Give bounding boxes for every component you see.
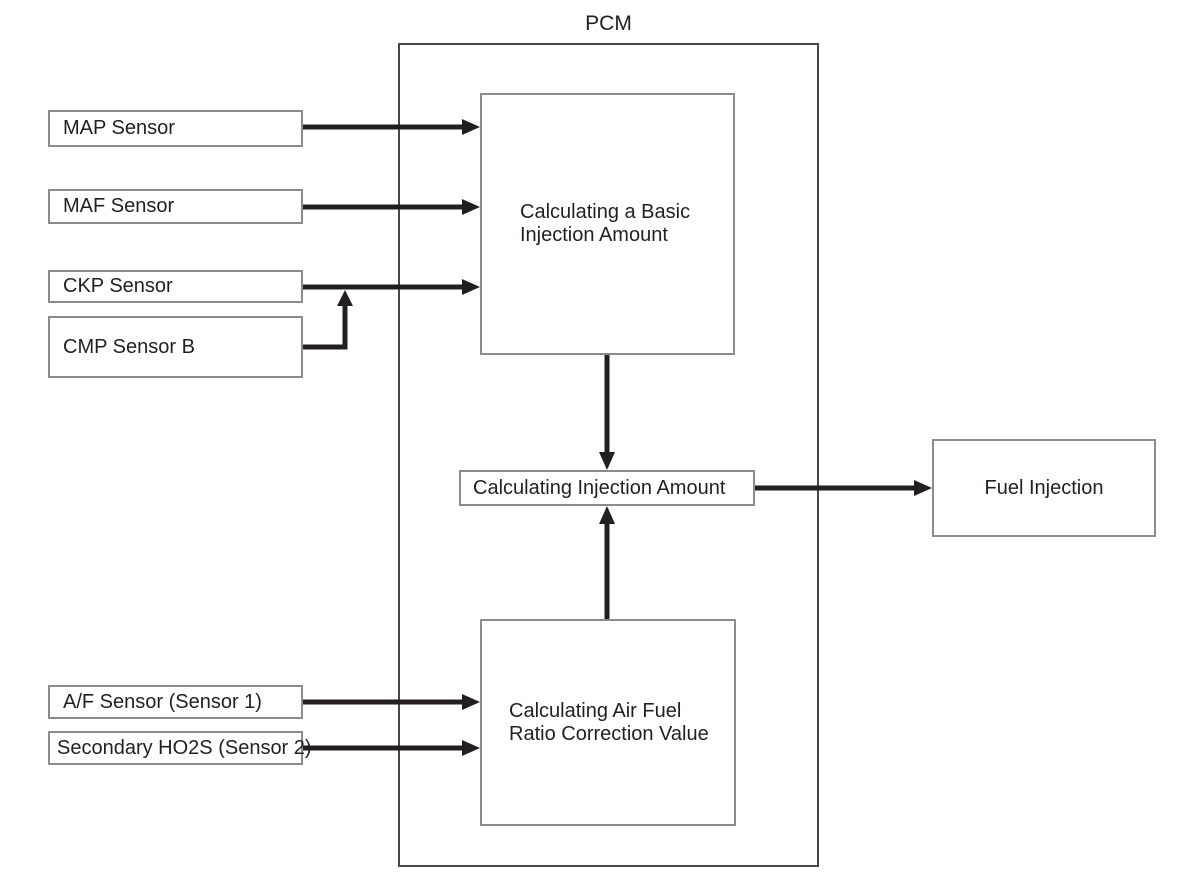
node-map-sensor: MAP Sensor [48, 110, 303, 147]
node-ckp-sensor: CKP Sensor [48, 270, 303, 303]
node-calc-injection-label: Calculating Injection Amount [473, 476, 726, 499]
node-calc-injection: Calculating Injection Amount [459, 470, 755, 506]
node-secondary-ho2s-label: Secondary HO2S (Sensor 2) [57, 736, 312, 759]
arrow-cmp-to-ckp-line [303, 290, 353, 350]
pcm-title-label: PCM [585, 12, 632, 35]
node-cmp-sensor-b: CMP Sensor B [48, 316, 303, 378]
node-af-sensor-label: A/F Sensor (Sensor 1) [63, 690, 262, 713]
node-fuel-injection-label: Fuel Injection [984, 476, 1104, 499]
node-fuel-injection: Fuel Injection [932, 439, 1156, 537]
node-cmp-sensor-b-label: CMP Sensor B [63, 335, 195, 358]
node-basic-injection: Calculating a Basic Injection Amount [480, 93, 735, 355]
node-basic-injection-line1: Calculating a Basic [520, 201, 691, 223]
node-air-fuel-correction-line2: Ratio Correction Value [509, 722, 709, 745]
node-ckp-sensor-label: CKP Sensor [63, 275, 173, 297]
node-maf-sensor: MAF Sensor [48, 189, 303, 224]
node-air-fuel-correction: Calculating Air Fuel Ratio Correction Va… [480, 619, 736, 826]
node-af-sensor: A/F Sensor (Sensor 1) [48, 685, 303, 719]
node-secondary-ho2s: Secondary HO2S (Sensor 2) [48, 731, 312, 765]
node-map-sensor-label: MAP Sensor [63, 117, 175, 139]
node-maf-sensor-label: MAF Sensor [63, 195, 175, 217]
node-basic-injection-line2: Injection Amount [520, 224, 668, 246]
node-air-fuel-correction-line1: Calculating Air Fuel [509, 699, 682, 722]
